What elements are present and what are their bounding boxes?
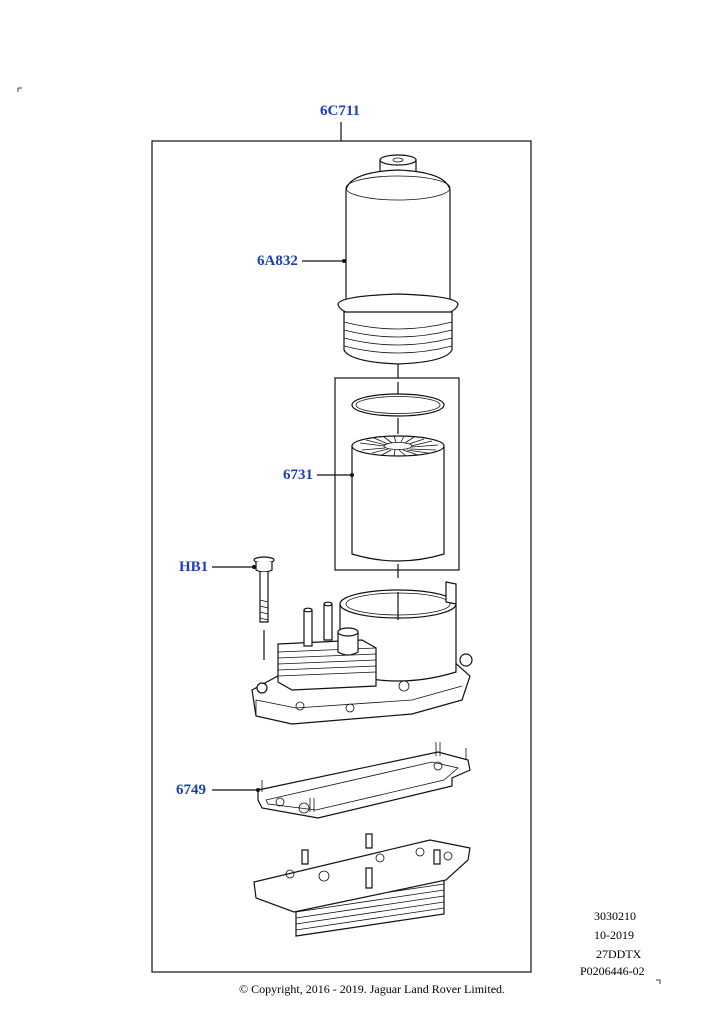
callout-bolt[interactable]: HB1: [179, 559, 209, 575]
meta-date: 10-2019: [594, 928, 634, 942]
meta-code: 3030210: [594, 909, 636, 923]
filter-element-leader-dot: [350, 473, 354, 477]
callout-gasket[interactable]: 6749: [176, 782, 206, 798]
filter-cartridge: [351, 435, 445, 562]
copyright: © Copyright, 2016 - 2019. Jaguar Land Ro…: [238, 982, 506, 996]
assembly-frame: [151, 140, 532, 973]
bolt-leader-dot: [252, 565, 256, 569]
filter-element-frame: [334, 377, 460, 571]
callout-housing-cap[interactable]: 6A832: [257, 253, 298, 269]
housing-cap: [337, 154, 459, 365]
callout-filter-element[interactable]: 6731: [283, 467, 313, 483]
oil-cooler: [253, 833, 471, 937]
housing-body: [251, 581, 473, 725]
callout-assembly[interactable]: 6C711: [320, 103, 361, 119]
o-ring: [351, 393, 445, 417]
meta-ref: P0206446-02: [580, 964, 645, 978]
meta-model: 27DDTX: [596, 947, 642, 961]
corner-mark-top-left: [17, 87, 22, 92]
gasket: [257, 742, 471, 819]
corner-mark-bottom-right: [656, 979, 661, 984]
bolt: [253, 556, 275, 623]
housing-cap-leader-dot: [342, 259, 346, 263]
gasket-leader-dot: [256, 788, 260, 792]
